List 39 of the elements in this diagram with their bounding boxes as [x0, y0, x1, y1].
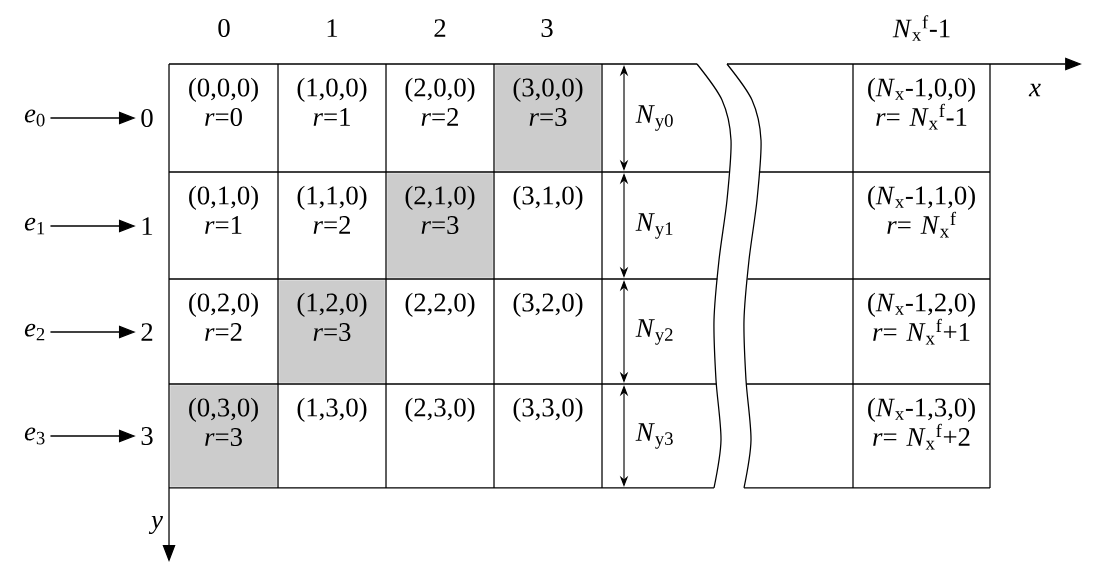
grid-cell: (3,3,0) — [513, 397, 583, 422]
vector-label: e$_{2}$ — [24, 323, 45, 341]
axis-label: x — [1028, 83, 1041, 97]
grid-cell: (N$_{x}$-1,3,0) r= N$_{x}$$^{f}$+2 — [868, 397, 975, 450]
column-index: 3 — [541, 19, 553, 37]
grid-cell: (1,0,0) r=1 — [297, 77, 367, 126]
row-index: 2 — [141, 323, 153, 341]
grid-cell: (3,0,0) r=3 — [495, 65, 601, 171]
dimension-label: N$_{y2}$ — [635, 319, 673, 345]
grid-cell: (0,0,0) r=0 — [189, 77, 258, 126]
grid-cell: (N$_{x}$-1,0,0) r= N$_{x}$$^{f}$-1 — [868, 77, 975, 130]
column-index: 1 — [327, 19, 338, 37]
column-index: 2 — [434, 19, 446, 37]
dimension-label: N$_{y0}$ — [635, 105, 673, 131]
grid-cell: (3,2,0) — [513, 292, 583, 317]
grid-cell: (3,1,0) — [513, 185, 583, 210]
column-index: 0 — [218, 19, 230, 37]
grid-cell: (1,2,0) r=3 — [279, 280, 385, 383]
row-index: 1 — [142, 217, 153, 235]
grid-cell: (0,2,0) r=2 — [189, 292, 258, 341]
grid-cell: (N$_{x}$-1,2,0) r= N$_{x}$$^{f}$+1 — [868, 292, 975, 345]
grid-cell: (2,1,0) r=3 — [387, 173, 493, 278]
grid-cell: (2,0,0) r=2 — [405, 77, 475, 126]
grid-cell: (N$_{x}$-1,1,0) r= N$_{x}$f — [868, 185, 975, 238]
column-index: N$_{x}$$^{f}$-1 — [892, 15, 950, 41]
row-index: 3 — [141, 427, 153, 445]
grid-cell: (0,1,0) r=1 — [189, 185, 258, 234]
vector-label: e$_{0}$ — [24, 109, 45, 127]
grid-cell: (2,2,0) — [405, 292, 475, 317]
row-index: 0 — [141, 109, 153, 127]
grid-cell: (1,3,0) — [297, 397, 367, 422]
vector-label: e$_{3}$ — [24, 427, 45, 445]
grid-cell: (2,3,0) — [405, 397, 475, 422]
vector-label: e$_{1}$ — [24, 217, 45, 235]
axis-label: y — [148, 516, 163, 534]
grid-cell: (0,3,0) r=3 — [170, 385, 277, 487]
dimension-label: N$_{y3}$ — [635, 423, 673, 449]
grid-cell: (1,1,0) r=2 — [297, 185, 367, 234]
dimension-label: N$_{y1}$ — [635, 213, 673, 239]
